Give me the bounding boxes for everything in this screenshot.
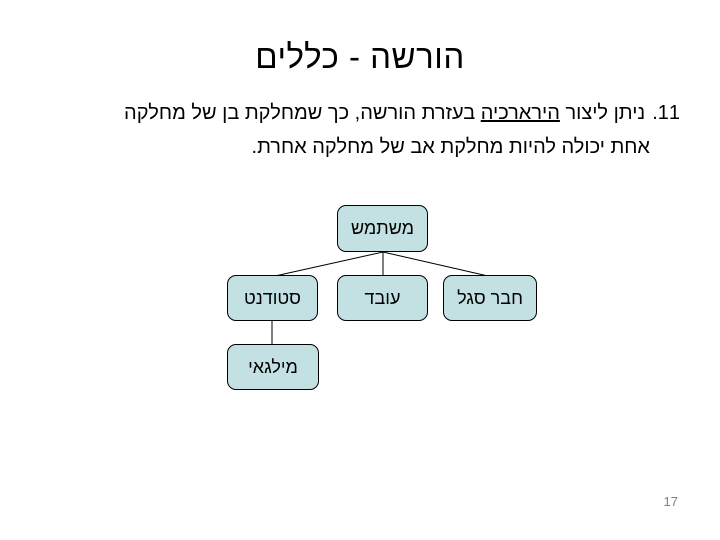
connector-line-user-faculty	[382, 251, 489, 277]
slide-title: הורשה - כללים	[255, 38, 465, 75]
diagram-node-worker: עובד	[337, 275, 428, 321]
underlined-word: הירארכיה	[480, 102, 560, 124]
diagram-node-student: סטודנט	[227, 275, 318, 321]
diagram-node-user: משתמש	[337, 205, 428, 252]
diagram-node-faculty: חבר סגל	[443, 275, 537, 321]
diagram-node-scholarship: מילגאי	[227, 344, 319, 390]
body-paragraph: 11. ניתן ליצור הירארכיה בעזרת הורשה, כך ש…	[28, 96, 680, 164]
body-text-post: בעזרת הורשה, כך שמחלקת בן של מחלקה	[124, 102, 481, 124]
body-text-pre: ניתן ליצור	[559, 102, 646, 124]
list-number: 11.	[652, 102, 680, 124]
body-line-1: 11. ניתן ליצור הירארכיה בעזרת הורשה, כך ש…	[28, 96, 680, 130]
body-line-2: אחת יכולה להיות מחלקת אב של מחלקה אחרת.	[251, 136, 650, 158]
connector-line-user-student	[274, 251, 384, 277]
page-number: 17	[663, 494, 678, 509]
